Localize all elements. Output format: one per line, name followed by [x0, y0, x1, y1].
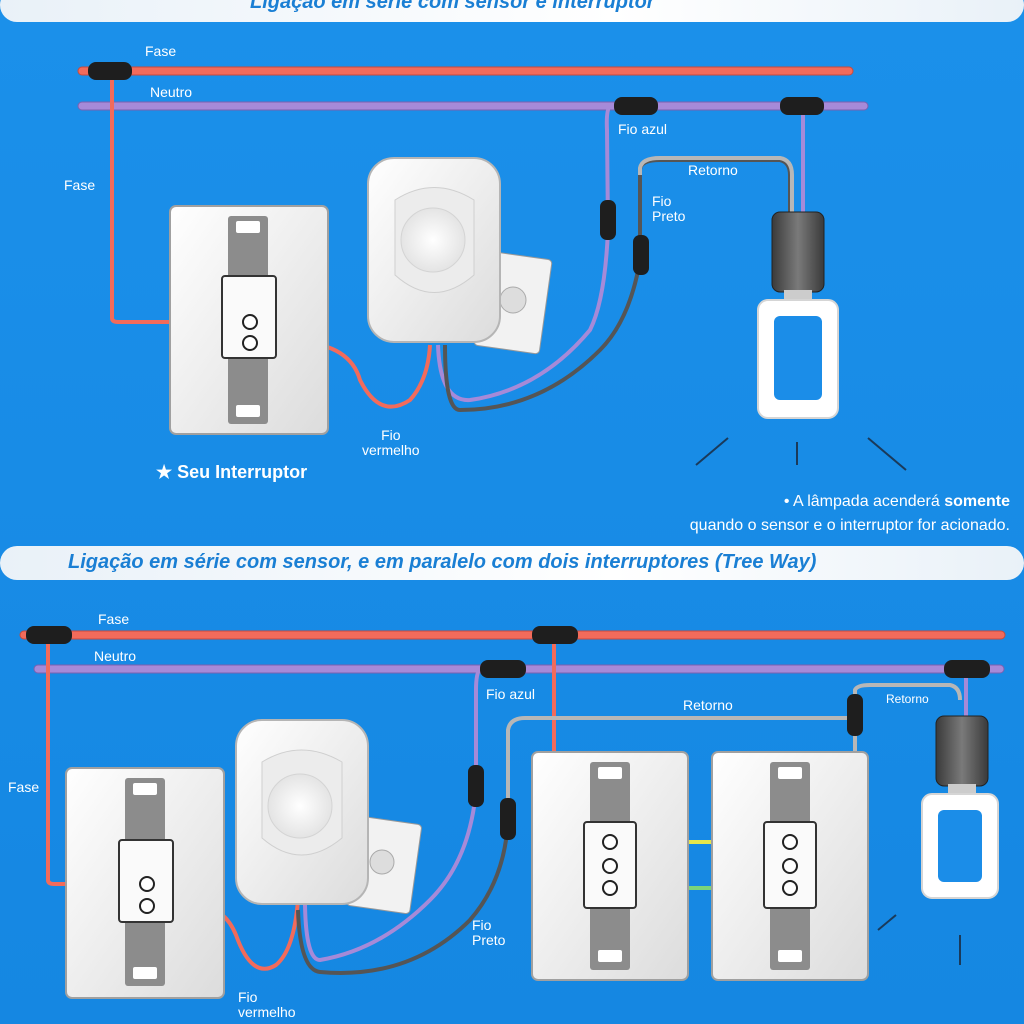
connector	[26, 626, 72, 644]
switch-screw-bottom	[236, 405, 260, 417]
fio-vermelho-wire	[248, 340, 432, 409]
neutro-line	[77, 101, 869, 111]
connector	[88, 62, 132, 80]
label-neutro: Neutro	[150, 84, 193, 100]
bottom-title: Ligação em série com sensor, e em parale…	[68, 551, 817, 573]
connector	[614, 97, 658, 115]
retorno-wire-2	[853, 683, 962, 718]
sensor-knob	[499, 286, 527, 314]
connector	[480, 660, 526, 678]
switch-screw-top	[236, 221, 260, 233]
lamp-socket	[771, 211, 825, 293]
lamp-socket	[935, 715, 989, 787]
connector	[847, 694, 863, 736]
label-retorno: Retorno	[688, 162, 738, 178]
top-title-banner	[0, 0, 1024, 22]
top-title: Ligação em série com sensor e interrupto…	[250, 0, 655, 13]
switch-caption: ★ Seu Interruptor	[156, 462, 308, 482]
fase-wire-to-switch	[110, 72, 245, 324]
terminal	[139, 898, 155, 914]
label-neutro: Neutro	[94, 648, 137, 664]
label-fase-side: Fase	[8, 779, 40, 795]
sensor-lens	[267, 773, 333, 839]
label-fio-preto: Fio Preto	[652, 193, 686, 224]
lamp-bulb-inner	[774, 316, 822, 400]
label-fase: Fase	[145, 43, 177, 59]
connector	[944, 660, 990, 678]
connector	[633, 235, 649, 275]
connector	[532, 626, 578, 644]
label-fio-vermelho: Fio vermelho	[238, 989, 296, 1020]
top-diagram	[77, 62, 907, 471]
connector	[468, 765, 484, 807]
retorno-wire	[638, 156, 794, 215]
retorno-wire	[506, 716, 855, 820]
label-retorno: Retorno	[683, 697, 733, 713]
connector	[600, 200, 616, 240]
sensor-knob	[369, 849, 395, 875]
label-fio-azul: Fio azul	[486, 686, 536, 702]
fio-preto-wire	[296, 819, 510, 975]
fase-wire-to-switch	[46, 636, 140, 886]
label-fio-vermelho: Fio vermelho	[362, 427, 420, 458]
bottom-diagram	[19, 626, 1006, 999]
terminal	[139, 876, 155, 892]
bottom-title-banner	[0, 546, 1024, 580]
connector	[780, 97, 824, 115]
terminal	[242, 314, 258, 330]
label-fio-preto: Fio Preto	[472, 917, 506, 948]
fio-azul-wire	[436, 104, 636, 403]
fase-line	[19, 630, 1006, 640]
label-fase: Fase	[98, 611, 130, 627]
label-fio-azul: Fio azul	[618, 121, 668, 137]
fase-line	[77, 66, 854, 76]
label-fase-side: Fase	[64, 177, 96, 193]
top-note: • A lâmpada acenderá somente quando o se…	[689, 493, 1010, 534]
label-retorno-2: Retorno	[886, 692, 929, 706]
sensor-lens	[400, 207, 466, 273]
fio-azul-wire	[303, 667, 502, 963]
connector	[500, 798, 516, 840]
terminal	[242, 335, 258, 351]
